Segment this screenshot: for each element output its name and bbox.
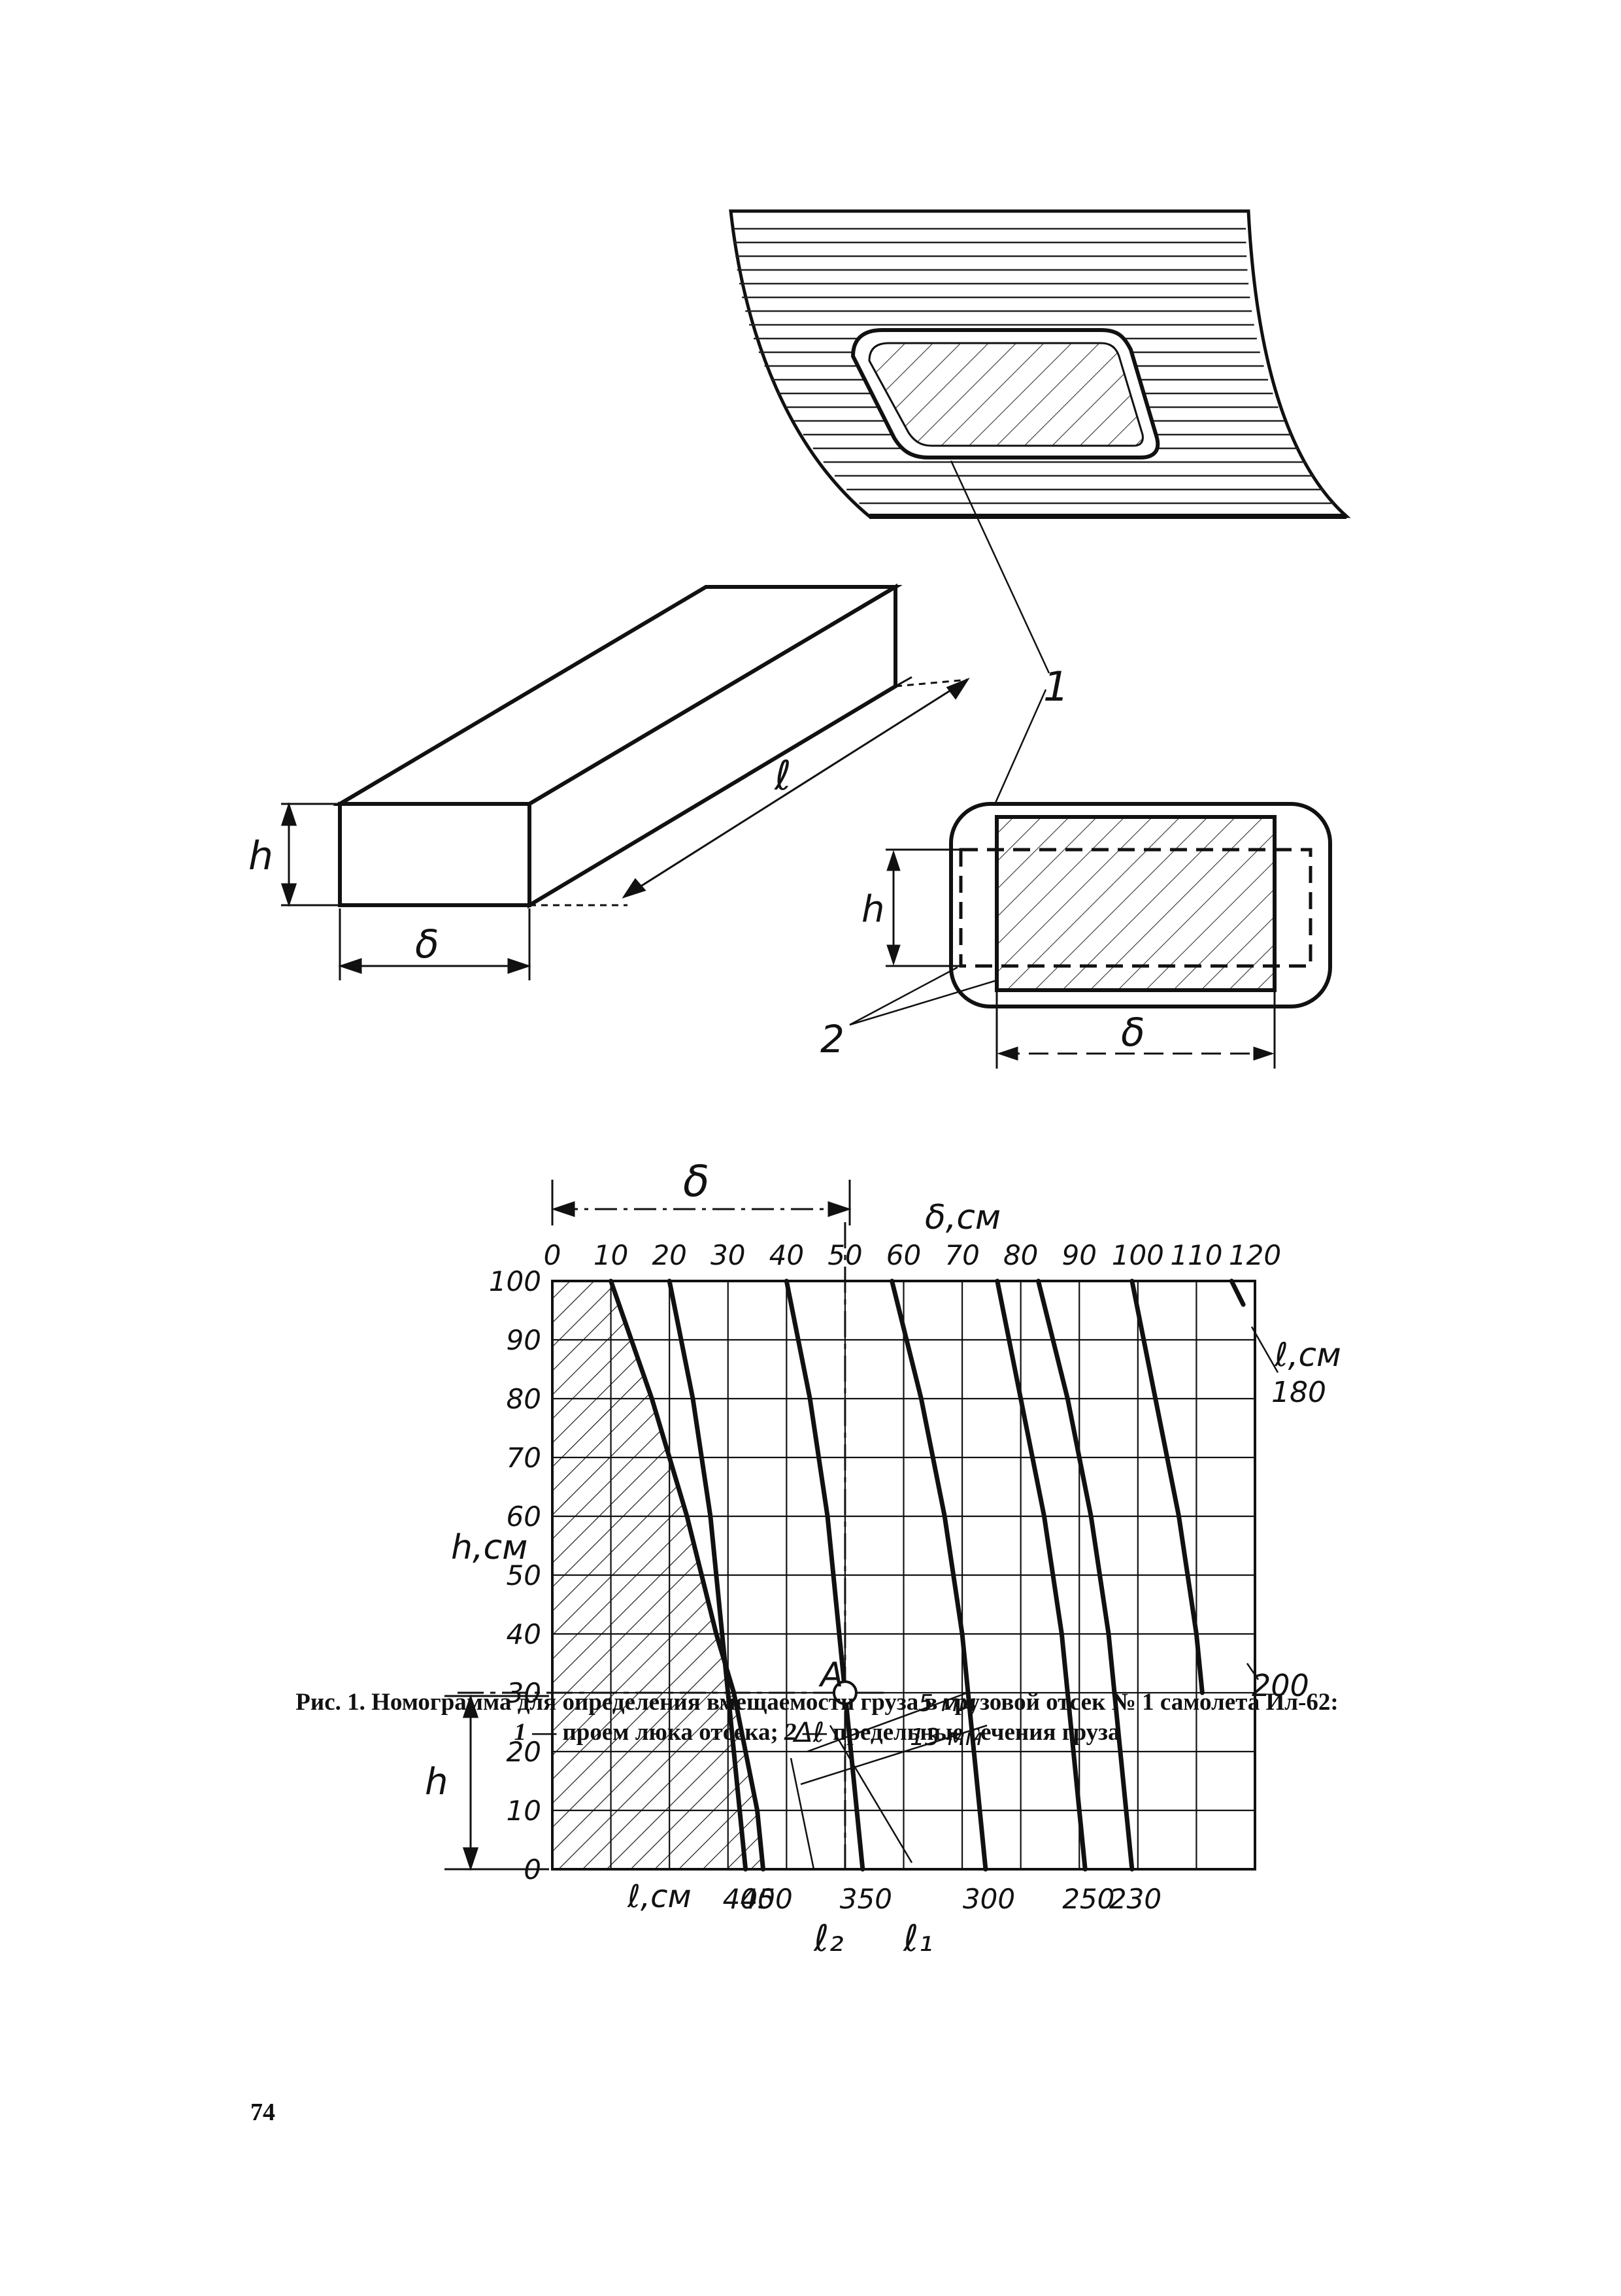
curve-axis-label-top: ℓ,см <box>1274 1336 1341 1374</box>
point-a-label: A <box>818 1655 844 1695</box>
fuselage-panel <box>729 209 1351 519</box>
x-tick-label: 120 <box>1229 1239 1281 1271</box>
box-height-dimension <box>280 802 340 907</box>
x-tick-label: 80 <box>1003 1239 1038 1271</box>
l1-label: ℓ₁ <box>903 1918 933 1960</box>
x-tick-label: 10 <box>593 1239 628 1271</box>
plot-frame <box>551 1280 1256 1871</box>
slant-guide-line <box>829 1725 913 1863</box>
curve-180 <box>1229 1278 1246 1307</box>
x-tick-label: 60 <box>886 1239 921 1271</box>
x-tick-label: 0 <box>544 1239 561 1271</box>
y-tick-label: 80 <box>507 1383 541 1415</box>
delta-l-label: Δℓ <box>792 1716 824 1748</box>
nomogram-h-label: h <box>425 1761 448 1803</box>
box-width-label: δ <box>415 922 439 967</box>
grid <box>551 1280 1256 1871</box>
x-axis-title: δ,см <box>925 1198 1001 1237</box>
curve-label-180: 180 <box>1271 1376 1326 1409</box>
construction-lines <box>458 1222 988 1870</box>
box-width-dimension <box>338 908 531 980</box>
callout-2: 2 <box>820 1017 844 1061</box>
y-tick-label: 70 <box>507 1442 541 1474</box>
l2-label: ℓ₂ <box>813 1918 844 1960</box>
y-axis-title: h,см <box>451 1528 527 1567</box>
x-tick-label: 110 <box>1170 1239 1222 1271</box>
caption-text-1: — проем люка отсека; <box>526 1719 785 1746</box>
y-tick-label: 40 <box>507 1618 541 1650</box>
dim-5mm-line <box>807 1691 968 1753</box>
y-tick-label: 50 <box>507 1559 541 1591</box>
curve-350 <box>784 1278 865 1872</box>
y-tick-label: 10 <box>507 1795 541 1827</box>
caption-line-1: Рис. 1. Номограмма для определения вмеща… <box>295 1689 1339 1716</box>
figure-caption: Рис. 1. Номограмма для определения вмеща… <box>235 1688 1399 1748</box>
curve-label-350: 350 <box>840 1883 892 1915</box>
box-length-dimension <box>529 677 970 907</box>
hatch-section <box>849 802 1332 1069</box>
curves <box>609 1278 1246 1872</box>
y-tick-label: 90 <box>507 1324 541 1356</box>
y-tick-label: 20 <box>507 1736 541 1768</box>
curve-230 <box>1036 1278 1135 1872</box>
caption-text-2: — предельные сечения груза <box>796 1719 1120 1746</box>
mm5-label: 5 мм <box>918 1690 977 1717</box>
callout-1: 1 <box>1043 663 1069 710</box>
hatch-height-label: h <box>861 888 885 931</box>
curve-label-200: 200 <box>1252 1668 1309 1703</box>
x-tick-label: 70 <box>944 1239 979 1271</box>
curve-label-300: 300 <box>963 1883 1015 1915</box>
caption-num-1: 1 <box>514 1719 526 1746</box>
page-number: 74 <box>250 2099 275 2126</box>
curve-label-400: 400 <box>723 1883 775 1915</box>
curve-label-250: 250 <box>1062 1883 1114 1915</box>
x-tick-label: 40 <box>769 1239 804 1271</box>
y-tick-label: 100 <box>489 1265 541 1297</box>
x-tick-label: 20 <box>652 1239 686 1271</box>
point-a-marker <box>832 1680 858 1705</box>
nomogram-h-dimension <box>444 1694 549 1871</box>
box-height-label: h <box>248 833 273 879</box>
top-width-dimension <box>551 1180 852 1225</box>
caption-num-2: 2 <box>784 1719 797 1746</box>
curve-250 <box>995 1278 1088 1872</box>
curve-label-230: 230 <box>1109 1883 1161 1915</box>
caption-line-2: 1 — проем люка отсека; 2 — предельные се… <box>235 1718 1399 1748</box>
slant-guide-line-2 <box>790 1757 815 1870</box>
curve-300 <box>890 1278 988 1872</box>
hatch-width-label: δ <box>1121 1010 1145 1056</box>
mm13-label: 13 мм <box>910 1724 983 1751</box>
dim-13mm-line <box>800 1724 988 1786</box>
curve-400 <box>667 1278 748 1872</box>
x-tick-label: 90 <box>1062 1239 1097 1271</box>
x-tick-label: 30 <box>710 1239 745 1271</box>
curve-label-450: 450 <box>741 1883 793 1915</box>
cargo-box <box>333 583 912 909</box>
curve-200 <box>1129 1278 1205 1695</box>
box-length-label: ℓ <box>774 752 792 799</box>
x-tick-label: 100 <box>1112 1239 1164 1271</box>
top-width-label: δ <box>683 1156 709 1206</box>
y-tick-label: 60 <box>507 1501 541 1533</box>
curve-axis-label-bottom: ℓ,см <box>627 1878 692 1915</box>
